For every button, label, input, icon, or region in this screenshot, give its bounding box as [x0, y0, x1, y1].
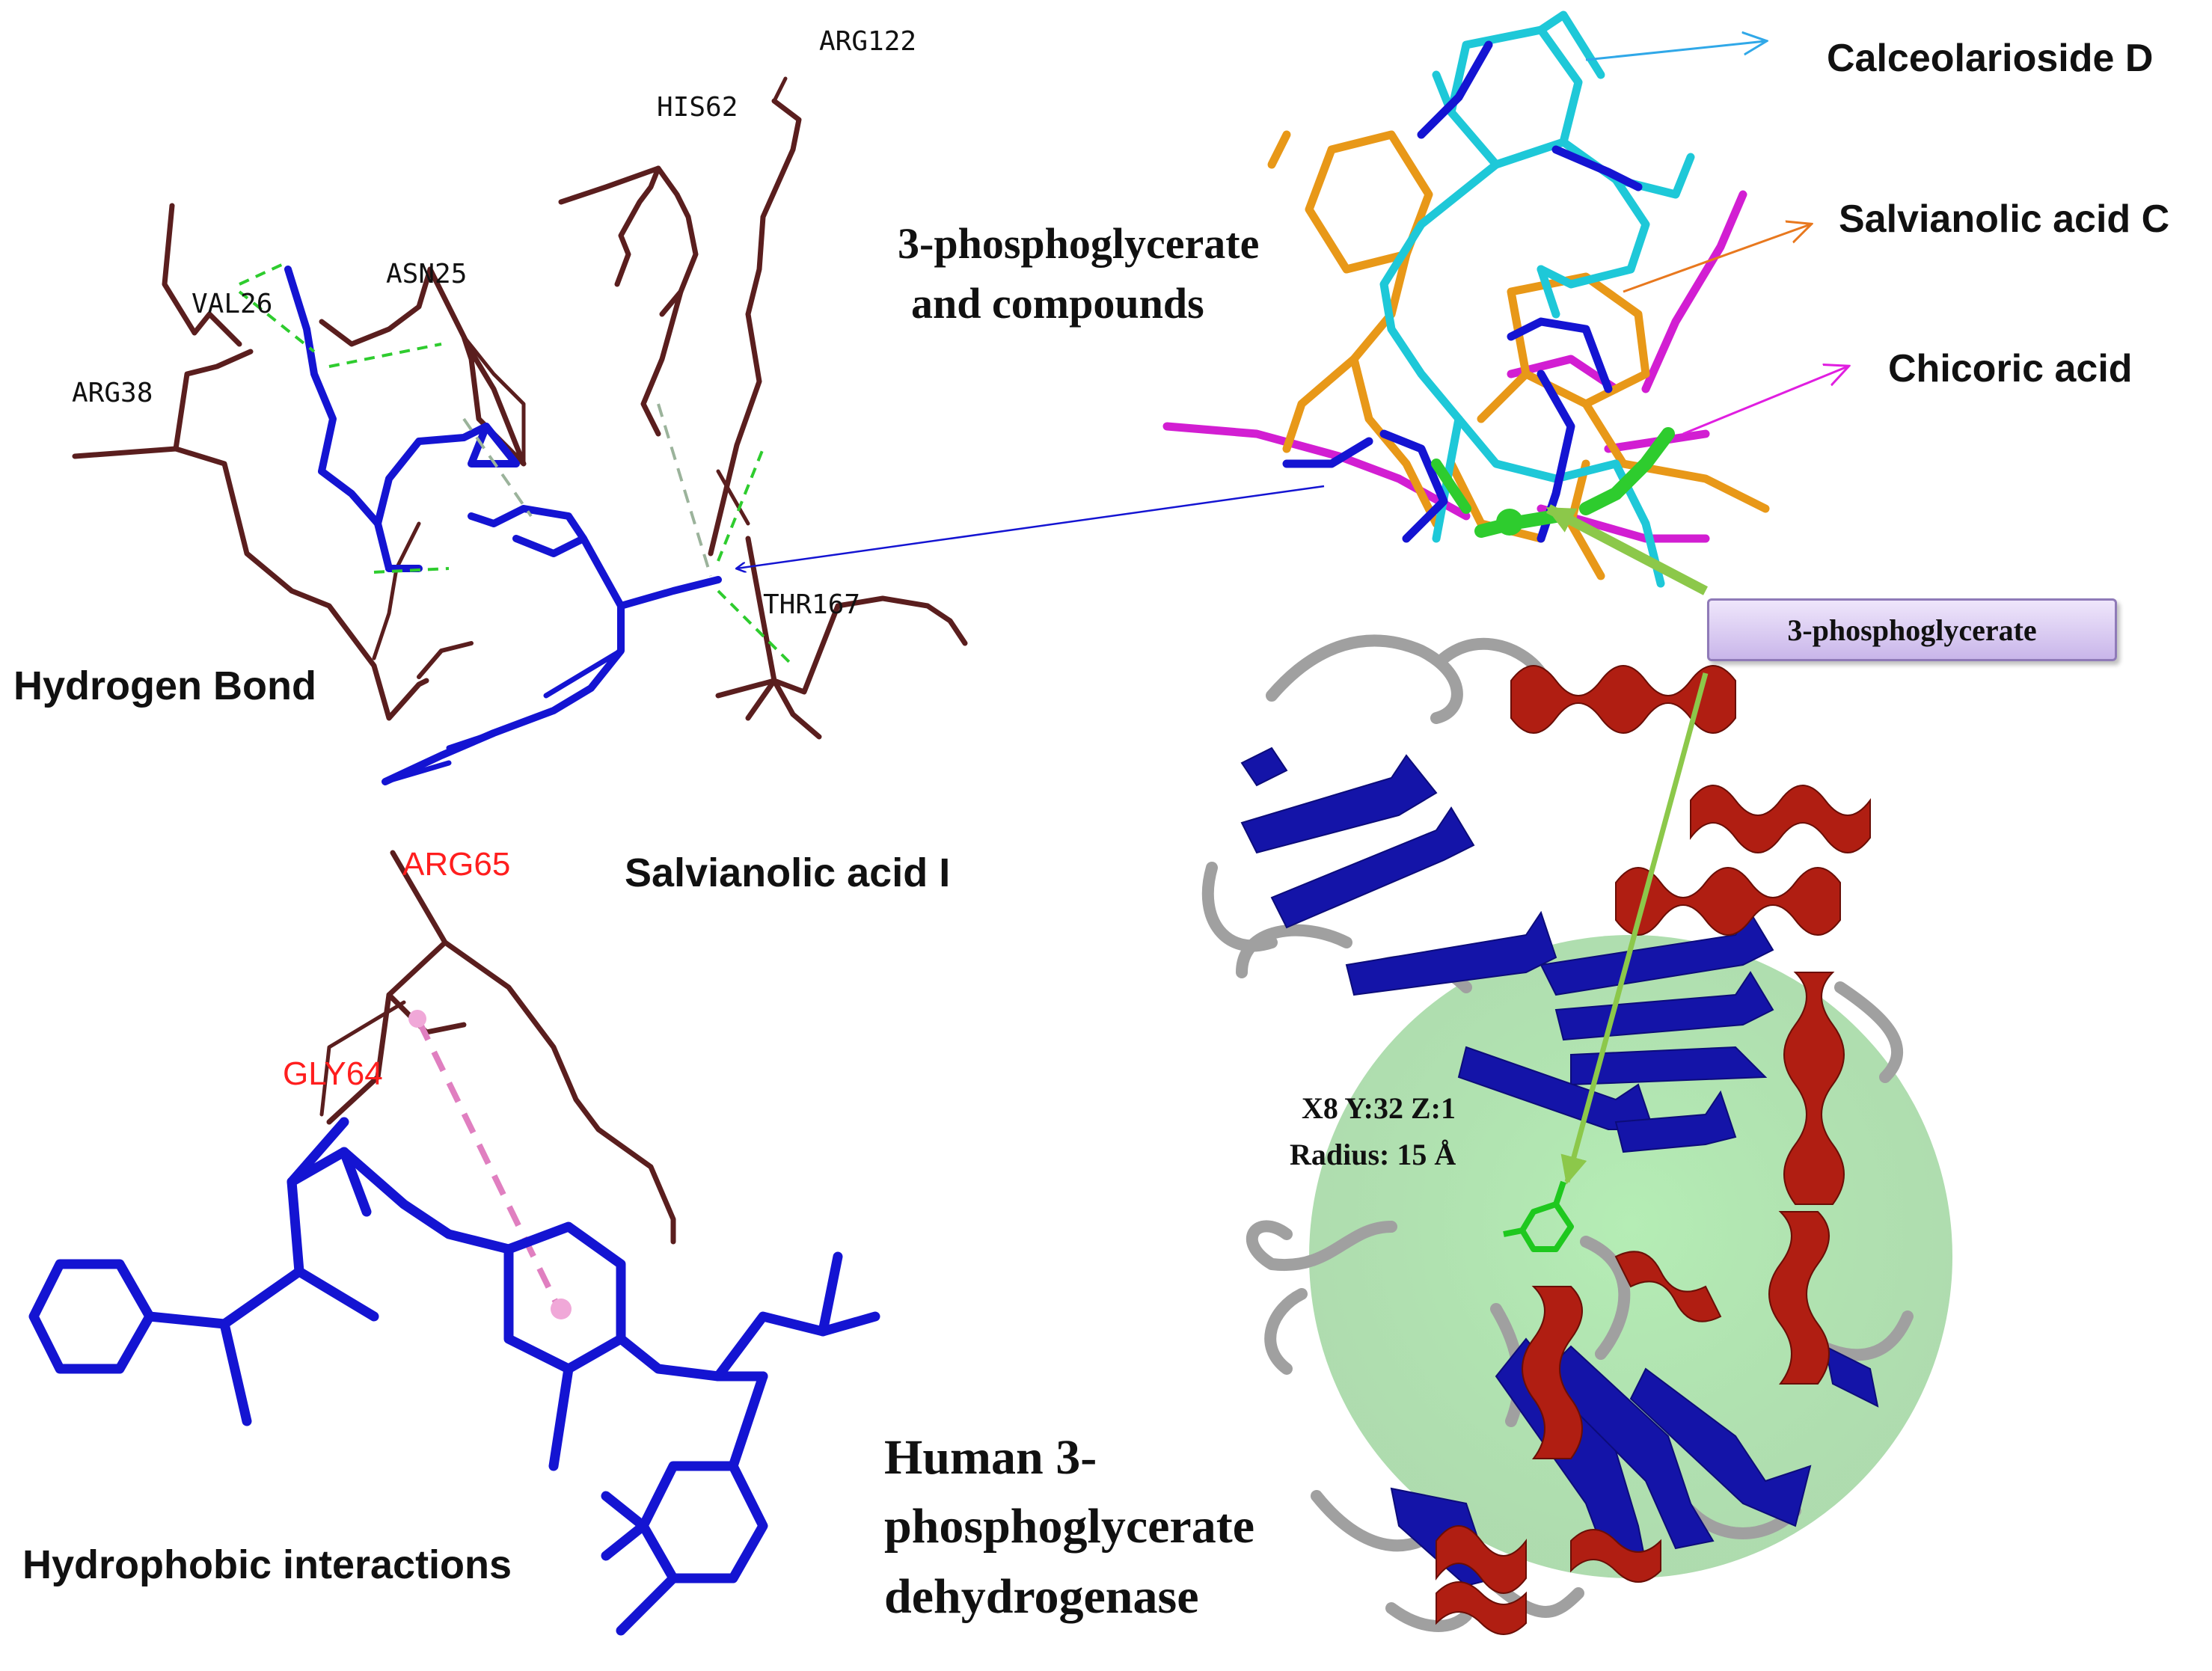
- residue-label-gly64: GLY64: [283, 1055, 383, 1092]
- protein-title-line2: phosphoglycerate: [884, 1499, 1254, 1554]
- alpha-helices: [1436, 665, 1871, 1635]
- compound-label-chicoric: Chicoric acid: [1888, 347, 2133, 390]
- ligand-name-box-text: 3-phosphoglycerate: [1787, 613, 2037, 647]
- hydrogen-bond-label: Hydrogen Bond: [13, 663, 316, 708]
- bound-ligand: [1503, 1180, 1574, 1252]
- site-coordinates-line2: Radius: 15 Å: [1290, 1138, 1456, 1171]
- residue-label-thr167: THR167: [763, 589, 860, 620]
- protein-title-line3: dehydrogenase: [884, 1569, 1199, 1624]
- ligand-name-box: 3-phosphoglycerate: [1707, 598, 2117, 661]
- residue-sticks: [72, 76, 968, 740]
- calceolarioside-arrow: [1585, 41, 1765, 61]
- residue-label-arg122: ARG122: [819, 26, 916, 57]
- compound-overlay: Calceolarioside D Salvianolic acid C Chi…: [737, 10, 2169, 588]
- pg3-pointer-down: [1560, 672, 1709, 1185]
- residue-label-asn25: ASN25: [386, 259, 467, 289]
- overlay-title-line1: 3-phosphoglycerate: [898, 219, 1259, 268]
- hydrophobic-panel: ARG65 GLY64 Hydrophobic interactions: [22, 846, 880, 1636]
- pg3-green-ligand: [1431, 427, 1675, 538]
- protein-cartoon: X8 Y:32 Z:1 Radius: 15 Å Human 3- phosph…: [884, 634, 1952, 1635]
- residue-label-arg38: ARG38: [72, 378, 153, 408]
- residue-sticks-hydrophobic: [319, 850, 676, 1245]
- compound-label-salvianolic-c: Salvianolic acid C: [1839, 197, 2169, 241]
- ligand-name-label: Salvianolic acid I: [625, 850, 950, 895]
- chicoric-arrow: [1682, 367, 1848, 435]
- hbond-dashes: [238, 260, 794, 667]
- residue-label-val26: VAL26: [192, 289, 272, 319]
- hydrogen-bond-panel: ARG122 HIS62 ASN25 VAL26 ARG38 THR167 Hy…: [13, 26, 968, 785]
- site-coordinates-line1: X8 Y:32 Z:1: [1302, 1091, 1456, 1125]
- compound-label-calceolarioside: Calceolarioside D: [1827, 37, 2153, 80]
- ligand-sticks-hbond: [284, 266, 722, 785]
- residue-label-his62: HIS62: [657, 92, 738, 123]
- ligand-sticks-hydrophobic: [28, 1117, 880, 1636]
- pg3-pointer-up: [1545, 504, 1709, 595]
- hydrophobic-centroid-ring: [551, 1299, 572, 1319]
- salvianolic-c-sticks: [1267, 130, 1770, 580]
- hydrophobic-label: Hydrophobic interactions: [22, 1542, 512, 1587]
- overlay-title-line2: and compounds: [911, 279, 1204, 328]
- hydrophobic-centroid-top: [408, 1010, 426, 1028]
- residue-label-arg65: ARG65: [402, 846, 510, 883]
- salvianolic-c-arrow: [1623, 224, 1810, 293]
- hbond-dashes-faint: [462, 403, 712, 577]
- protein-title-line1: Human 3-: [884, 1430, 1097, 1485]
- overlay-to-hbond-arrow: [737, 485, 1325, 568]
- hydrophobic-dash: [416, 1020, 560, 1307]
